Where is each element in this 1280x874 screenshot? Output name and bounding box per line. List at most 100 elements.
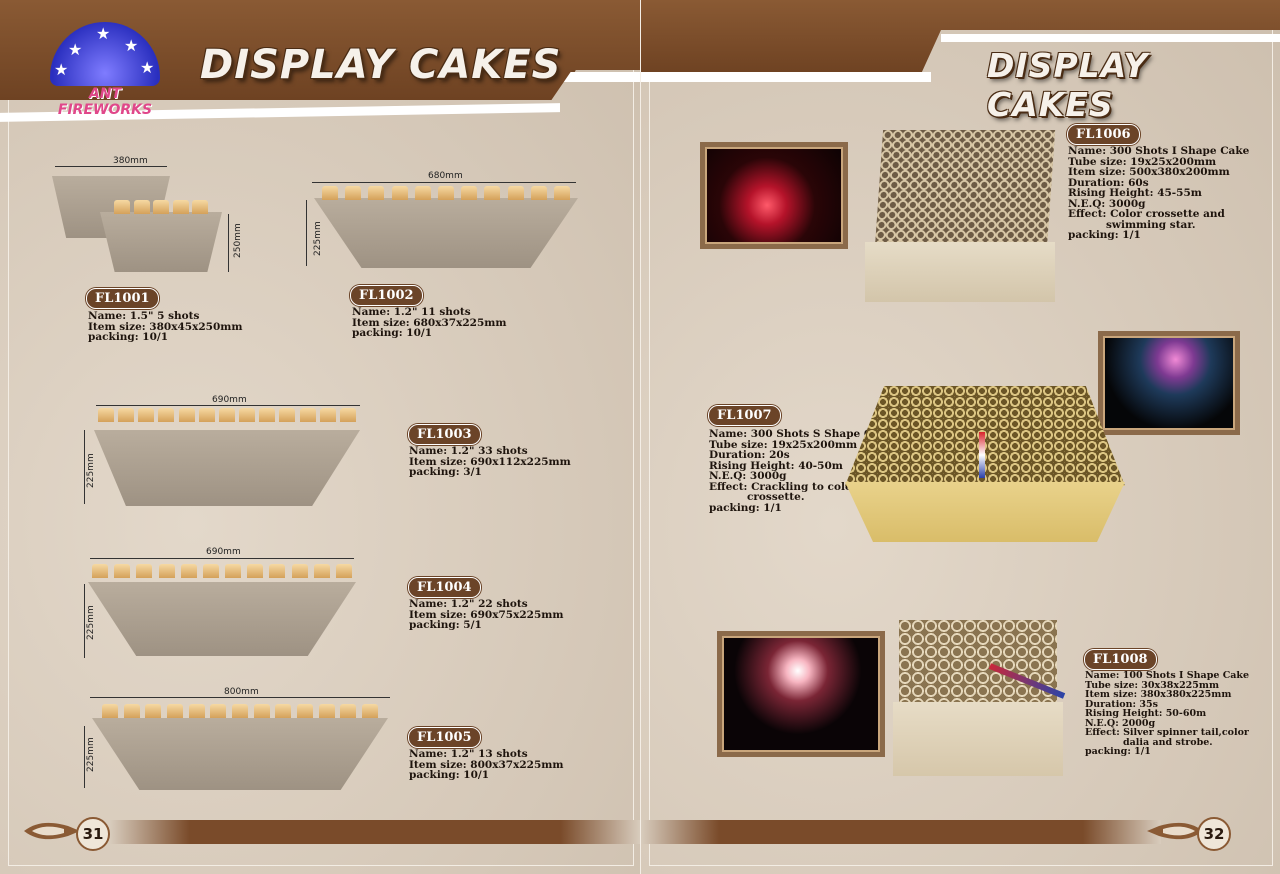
product-code: FL1004 xyxy=(408,577,481,598)
star-icon: ★ xyxy=(140,58,155,77)
logo-text: ANT FIREWORKS xyxy=(57,86,153,118)
product-code: FL1008 xyxy=(1084,649,1157,670)
product-code: FL1005 xyxy=(408,727,481,748)
spec-line: packing: 10/1 xyxy=(88,331,169,343)
dimension-width: 800mm xyxy=(224,687,259,697)
spec-line: Item size: 380x45x250mm xyxy=(88,320,243,333)
firework-photo-fl1007 xyxy=(1098,331,1240,435)
dimension-line xyxy=(90,558,354,559)
page-title: DISPLAY CAKES xyxy=(200,42,562,88)
spec-line: Name: 1.5" 5 shots xyxy=(88,310,200,322)
flame-icon xyxy=(1147,822,1203,840)
cake-fl1004-image xyxy=(88,564,356,656)
product-specs: Name: 1.2" 22 shots Item size: 690x75x22… xyxy=(409,599,563,631)
product-specs: Name: 300 Shots I Shape Cake Tube size: … xyxy=(1068,146,1249,241)
spec-line: Name: 1.2" 33 shots xyxy=(409,445,528,457)
dimension-height: 225mm xyxy=(86,453,96,488)
dimension-line xyxy=(228,214,229,272)
header-stripe-top xyxy=(941,34,1280,42)
spec-line: Rising Height: 50-60m xyxy=(1085,708,1207,719)
product-specs: Name: 1.2" 11 shots Item size: 680x37x22… xyxy=(352,307,506,339)
spec-line: packing: 1/1 xyxy=(1068,229,1141,241)
spec-line: Name: 300 Shots S Shape Cake xyxy=(709,428,893,440)
product-code: FL1006 xyxy=(1067,124,1140,145)
dimension-height: 225mm xyxy=(86,737,96,772)
spec-line: N.E.Q: 2000g xyxy=(1085,717,1156,729)
spec-line: N.E.Q: 3000g xyxy=(709,470,787,482)
spec-line: Duration: 35s xyxy=(1085,698,1158,710)
spec-line: Name: 1.2" 22 shots xyxy=(409,598,528,610)
spec-line: packing: 5/1 xyxy=(409,619,482,631)
spec-line: dalia and strobe. xyxy=(1123,736,1213,748)
spec-line: packing: 1/1 xyxy=(1085,746,1151,757)
dimension-line xyxy=(84,430,85,504)
star-icon: ★ xyxy=(68,40,83,59)
spec-line: packing: 10/1 xyxy=(352,327,433,339)
spec-line: packing: 10/1 xyxy=(409,769,490,781)
dimension-width: 380mm xyxy=(113,156,148,166)
spec-line: Item size: 800x37x225mm xyxy=(409,758,564,771)
spec-line: Effect: Silver spinner tail,color xyxy=(1085,727,1249,738)
spec-line: Rising Height: 45-55m xyxy=(1068,187,1202,199)
dimension-width: 690mm xyxy=(212,395,247,405)
dimension-height: 225mm xyxy=(313,221,323,256)
spec-line: Effect: Color crossette and xyxy=(1068,208,1225,220)
cake-fl1003-image xyxy=(94,408,360,506)
spec-line: Duration: 20s xyxy=(709,449,790,461)
footer-bar xyxy=(641,820,1161,844)
dimension-line xyxy=(55,166,167,167)
spec-line: Item size: 500x380x200mm xyxy=(1068,166,1230,178)
spec-line: N.E.Q: 3000g xyxy=(1068,197,1146,210)
spec-line: packing: 1/1 xyxy=(709,501,782,514)
spec-line: Tube size: 19x25x200mm xyxy=(709,438,858,451)
page-number: 32 xyxy=(1197,817,1231,851)
spec-line: Tube size: 19x25x200mm xyxy=(1068,155,1217,168)
spec-line: Item size: 690x112x225mm xyxy=(409,455,571,468)
footer-bar xyxy=(110,820,640,844)
cake-fl1006-image xyxy=(865,130,1061,302)
flame-icon xyxy=(24,822,80,840)
spec-line: Effect: Crackling to color xyxy=(709,480,858,493)
spec-line: Duration: 60s xyxy=(1068,176,1149,189)
cake-fl1008-image xyxy=(893,620,1066,776)
dimension-line xyxy=(312,182,576,183)
page-title: DISPLAY CAKES xyxy=(987,46,1149,124)
dimension-height: 225mm xyxy=(86,605,96,640)
spec-line: Name: 1.2" 11 shots xyxy=(352,306,471,318)
spec-line: Rising Height: 40-50m xyxy=(709,459,843,472)
dimension-line xyxy=(90,697,390,698)
product-specs: Name: 300 Shots S Shape Cake Tube size: … xyxy=(709,429,893,513)
dimension-width: 690mm xyxy=(206,547,241,557)
spec-line: Item size: 680x37x225mm xyxy=(352,316,507,329)
spec-line: Tube size: 30x38x225mm xyxy=(1085,679,1220,691)
dimension-height: 250mm xyxy=(233,223,243,258)
spec-line: Name: 1.2" 13 shots xyxy=(409,748,528,760)
page-number: 31 xyxy=(76,817,110,851)
cake-fl1001-image xyxy=(100,200,222,272)
product-specs: Name: 100 Shots I Shape Cake Tube size: … xyxy=(1085,671,1249,757)
product-code: FL1003 xyxy=(408,424,481,445)
cake-fl1007-image xyxy=(845,386,1125,542)
product-specs: Name: 1.2" 33 shots Item size: 690x112x2… xyxy=(409,446,571,478)
spec-line: Item size: 690x75x225mm xyxy=(409,608,564,621)
left-page: ★ ★ ★ ★ ★ ANT FIREWORKS DISPLAY CAKES 38… xyxy=(0,0,641,874)
dimension-line xyxy=(84,584,85,658)
cake-fl1002-image xyxy=(314,186,578,268)
cake-fl1005-image xyxy=(92,704,388,790)
spec-line: crossette. xyxy=(747,491,805,503)
product-specs: Name: 1.5" 5 shots Item size: 380x45x250… xyxy=(88,311,242,343)
star-icon: ★ xyxy=(54,60,69,79)
spec-line: Name: 100 Shots I Shape Cake xyxy=(1085,670,1250,681)
star-icon: ★ xyxy=(124,36,139,55)
spec-line: packing: 3/1 xyxy=(409,466,482,478)
product-code: FL1007 xyxy=(708,405,781,426)
dimension-width: 680mm xyxy=(428,171,463,181)
brand-logo: ★ ★ ★ ★ ★ ANT FIREWORKS xyxy=(40,22,170,118)
firework-photo-fl1008 xyxy=(717,631,885,757)
right-page: DISPLAY CAKES FL1006 Name: 300 Shots I S… xyxy=(641,0,1280,874)
spec-line: Item size: 380x380x225mm xyxy=(1085,689,1232,700)
star-icon: ★ xyxy=(96,24,111,43)
header-stripe xyxy=(641,72,931,82)
spec-line: swimming star. xyxy=(1106,218,1196,231)
dimension-line xyxy=(84,726,85,788)
